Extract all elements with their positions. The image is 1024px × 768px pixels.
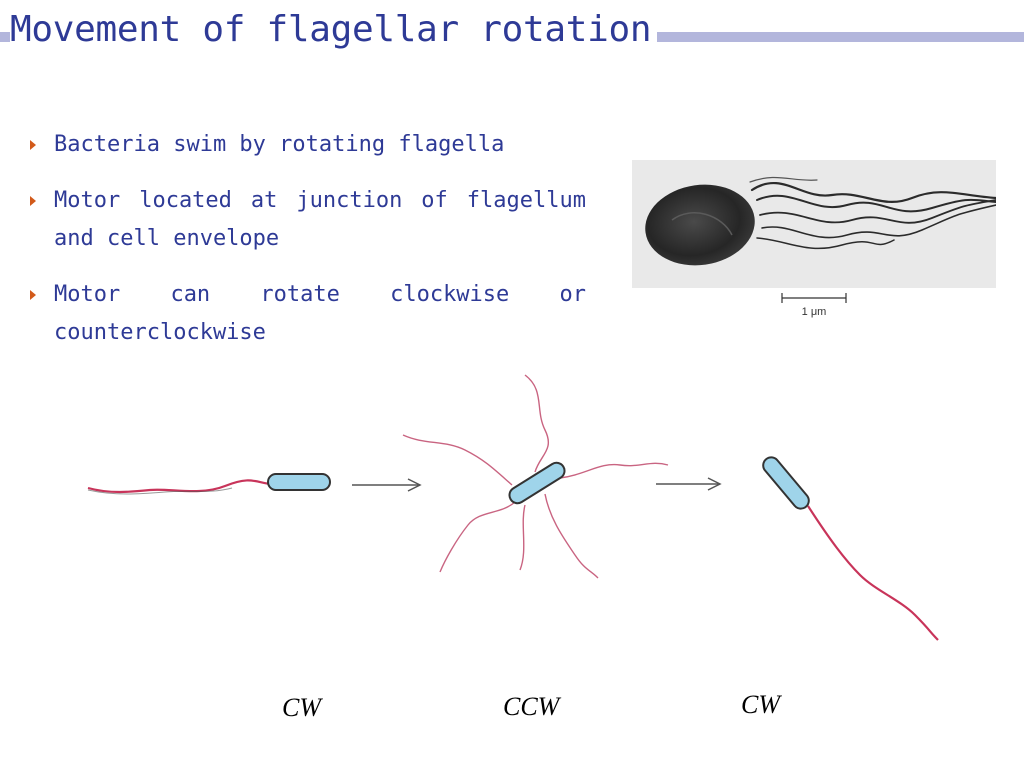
bullet-arrow-icon <box>30 140 36 150</box>
arrow-icon <box>352 479 420 491</box>
bacterium-micrograph: 1 μm <box>632 160 996 320</box>
panel-cw-swim <box>88 474 330 494</box>
scale-bar-label: 1 μm <box>802 306 827 318</box>
flagellum-bundle <box>808 506 938 640</box>
panel-cw-resume <box>760 454 938 640</box>
flagellum-bundle <box>88 480 270 492</box>
bullet-arrow-icon <box>30 196 36 206</box>
bullet-text: Motor located at junction of flagellum a… <box>54 188 586 251</box>
cell-body <box>268 474 330 490</box>
arrow-icon <box>656 478 720 490</box>
bullet-text: Bacteria swim by rotating flagella <box>54 132 504 157</box>
slide-title: Movement of flagellar rotation <box>10 6 657 54</box>
label-cw-1: CW <box>282 693 321 723</box>
bullet-arrow-icon <box>30 290 36 300</box>
bullet-text: Motor can rotate clockwise or counterclo… <box>54 282 586 345</box>
bullet-item: Motor can rotate clockwise or counterclo… <box>30 276 586 352</box>
scale-bar <box>782 293 846 303</box>
bullet-item: Motor located at junction of flagellum a… <box>30 182 586 258</box>
rotation-diagram <box>0 360 1024 660</box>
label-cw-2: CW <box>741 690 780 720</box>
label-ccw: CCW <box>503 692 559 722</box>
bullet-item: Bacteria swim by rotating flagella <box>30 126 586 164</box>
bullet-list: Bacteria swim by rotating flagella Motor… <box>30 126 586 370</box>
cell-body <box>760 454 812 512</box>
